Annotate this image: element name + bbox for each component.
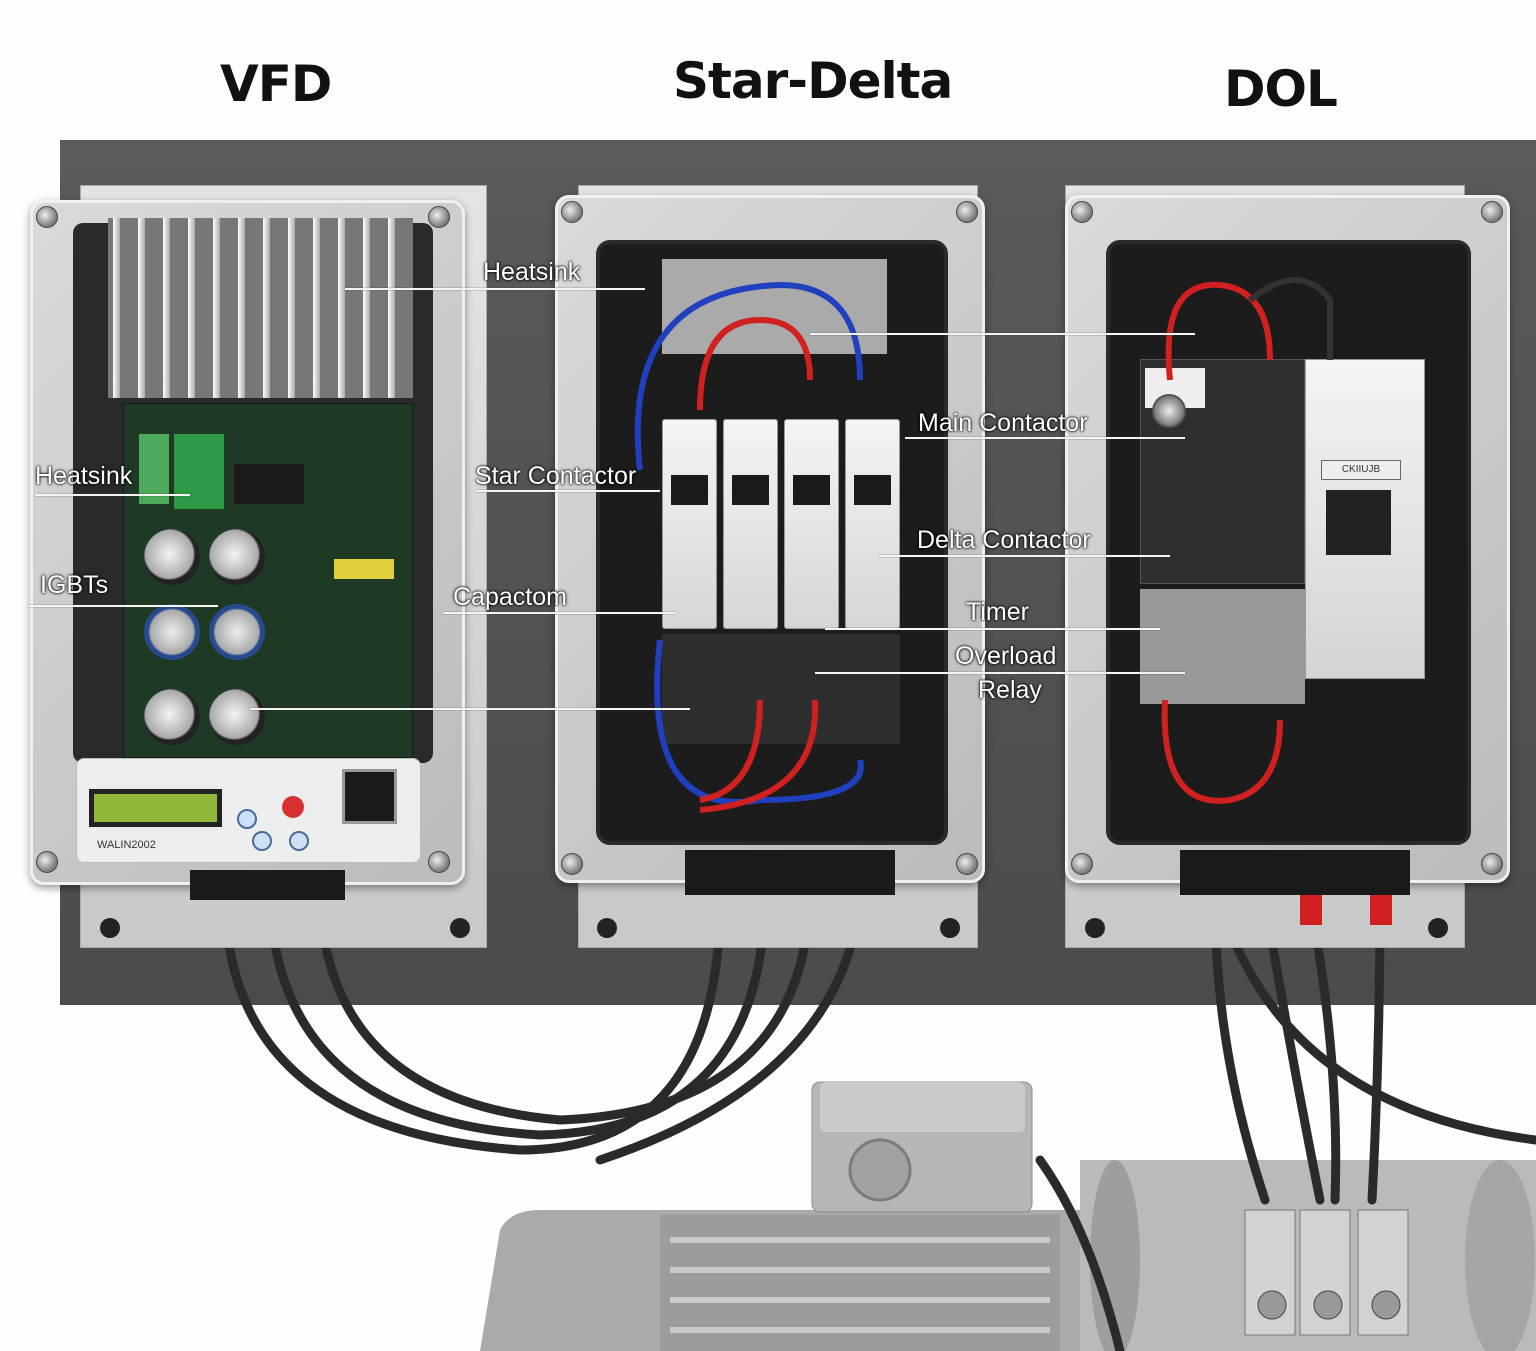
lcd-display: [94, 794, 217, 822]
leader-line-heatsink-top: [345, 288, 645, 290]
vfd-pcb: [123, 403, 413, 758]
leader-line-star-contactor: [475, 490, 660, 492]
label-igbts: IGBTs: [40, 571, 109, 599]
vfd-keypad: WALIN2002: [76, 758, 421, 863]
label-overload: Overload: [955, 642, 1057, 670]
label-star-contactor: Star Contactor: [475, 462, 637, 490]
star-delta-terminal-block: [685, 850, 895, 895]
leader-line-overload-relay: [815, 672, 1185, 674]
leader-line-igbts: [28, 605, 218, 607]
stop-button[interactable]: [282, 796, 304, 818]
title-star-delta: Star-Delta: [673, 52, 953, 110]
leader-line-delta-contactor: [880, 555, 1170, 557]
label-main-contactor: Main Contactor: [918, 409, 1088, 437]
star-delta-enclosure: [555, 195, 985, 883]
label-heatsink-left: Heatsink: [35, 462, 133, 490]
title-dol: DOL: [1224, 60, 1338, 118]
label-heatsink-top: Heatsink: [483, 258, 581, 286]
potentiometer-knob[interactable]: [342, 769, 397, 824]
leader-line-unlabeled: [250, 708, 690, 710]
leader-line-main-contactor: [905, 437, 1185, 439]
vfd-terminal-block: [190, 870, 345, 900]
keypad-button-up[interactable]: [237, 809, 257, 829]
leader-line-timer: [825, 628, 1160, 630]
dol-overload-module: CKIIUJB: [1305, 359, 1425, 679]
leader-line-capacitor: [443, 612, 675, 614]
keypad-button-down[interactable]: [252, 831, 272, 851]
vfd-enclosure: WALIN2002: [30, 200, 465, 885]
dol-terminal-block: [1180, 850, 1410, 895]
vfd-keypad-marking: WALIN2002: [97, 839, 156, 851]
leader-line-unlabeled-top: [810, 333, 1195, 335]
label-relay: Relay: [978, 676, 1042, 704]
label-capacitor: Capactom: [453, 583, 567, 611]
title-vfd: VFD: [220, 55, 332, 113]
keypad-button-enter[interactable]: [289, 831, 309, 851]
vfd-heatsink: [108, 218, 413, 398]
dol-enclosure: CKIIUJB: [1065, 195, 1510, 883]
leader-line-heatsink-left: [35, 494, 190, 496]
dol-module-marking: CKIIUJB: [1321, 460, 1401, 480]
label-delta-contactor: Delta Contactor: [917, 526, 1091, 554]
motor: [480, 1081, 1536, 1351]
igbt-module: [234, 464, 304, 504]
label-timer: Timer: [966, 598, 1029, 626]
